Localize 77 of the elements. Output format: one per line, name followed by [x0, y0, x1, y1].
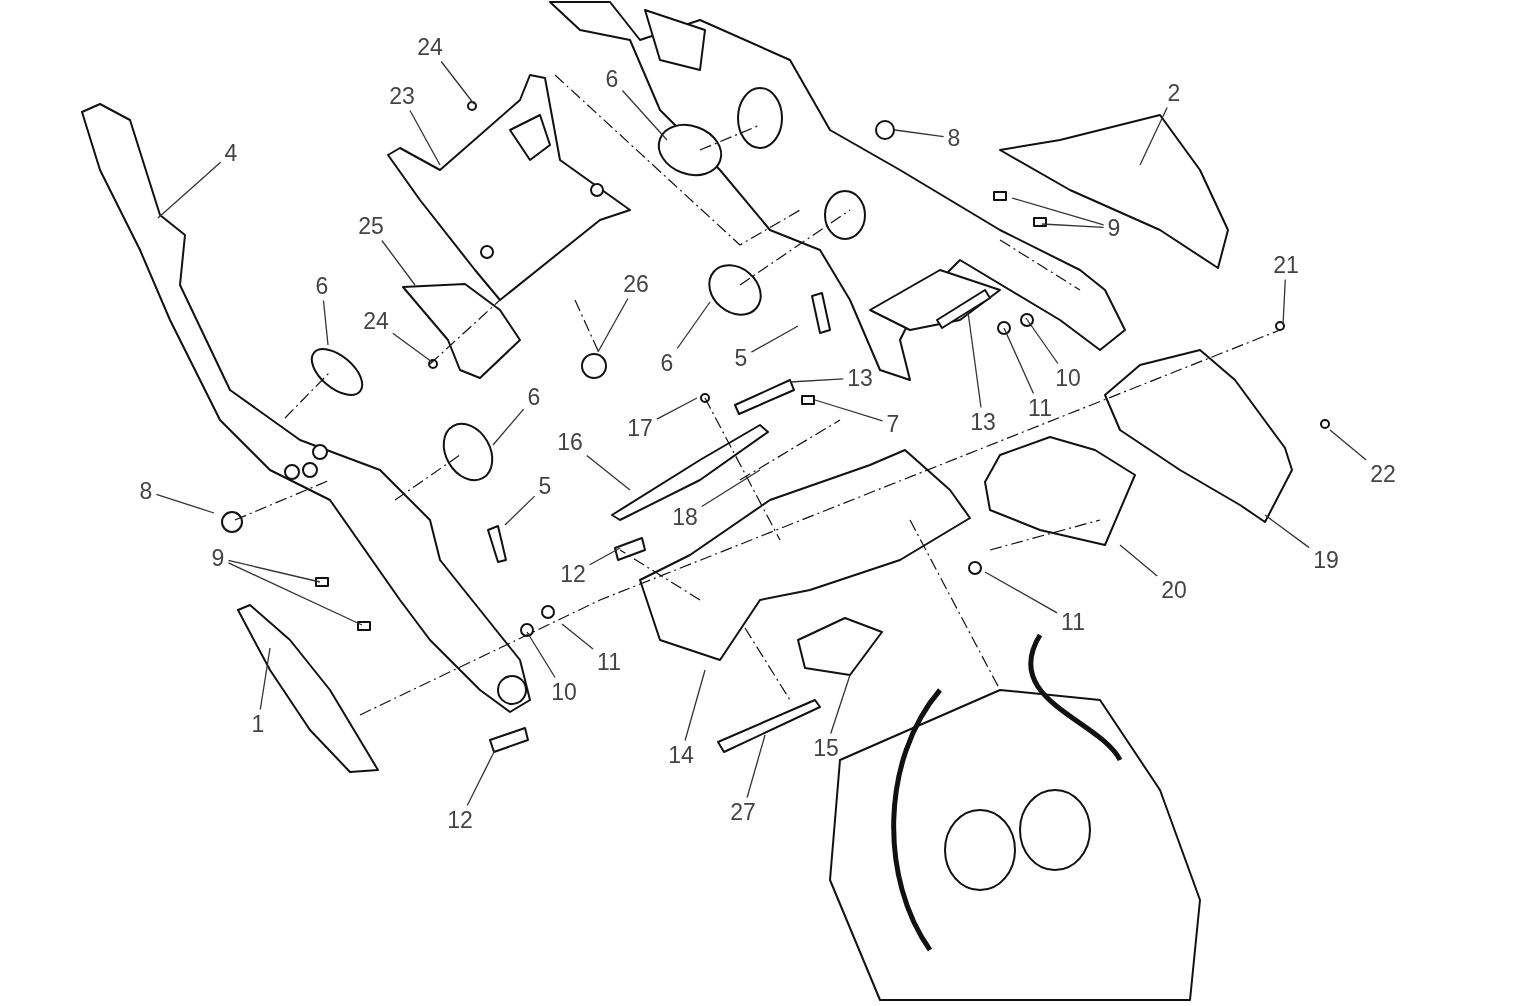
leader-line: [259, 647, 271, 711]
callout-number: 10: [549, 679, 579, 705]
callout-number: 4: [222, 140, 240, 166]
callout-number: 5: [536, 473, 554, 499]
leader-line: [322, 299, 329, 346]
callout-number: 6: [603, 66, 621, 92]
callout-number: 12: [445, 807, 475, 833]
leader-line: [1282, 278, 1286, 326]
leader-line: [1025, 317, 1059, 365]
callout-number: 20: [1159, 577, 1189, 603]
leader-line: [1003, 327, 1035, 395]
leader-line: [814, 399, 884, 422]
callout-number: 23: [387, 83, 417, 109]
callout-number: 10: [1053, 365, 1083, 391]
leader-line: [789, 378, 844, 383]
callout-number: 14: [666, 742, 696, 768]
callout-number: 6: [525, 384, 543, 410]
leader-line: [621, 89, 668, 141]
leader-line: [1011, 197, 1105, 226]
leader-line: [746, 734, 766, 799]
callout-number: 18: [670, 504, 700, 530]
leader-line: [984, 571, 1058, 614]
callout-number: 8: [137, 478, 155, 504]
callout-number: 13: [845, 365, 875, 391]
leader-line: [381, 239, 416, 286]
callout-number: 25: [356, 213, 386, 239]
callout-number: 13: [968, 409, 998, 435]
leader-line: [561, 623, 594, 650]
leader-line: [526, 631, 556, 679]
leader-line: [1119, 544, 1158, 577]
callout-number: 6: [658, 350, 676, 376]
leader-line: [684, 669, 706, 742]
callout-number: 24: [361, 308, 391, 334]
leader-line: [656, 397, 698, 420]
callout-number: 21: [1271, 252, 1301, 278]
leader-line: [409, 109, 441, 166]
leader-line: [597, 297, 629, 353]
leader-line: [504, 495, 536, 526]
callout-number: 5: [732, 345, 750, 371]
callout-number: 24: [415, 34, 445, 60]
callout-number: 7: [884, 411, 902, 437]
leader-line: [157, 161, 222, 219]
leader-line: [676, 301, 711, 350]
callout-number: 8: [945, 125, 963, 151]
leader-line: [967, 311, 982, 409]
leader-line: [1264, 514, 1310, 549]
callout-number: 1: [249, 711, 267, 737]
callout-number: 16: [555, 429, 585, 455]
leader-line: [830, 674, 851, 735]
callout-number: 11: [1059, 609, 1087, 635]
leader-line: [586, 454, 631, 491]
callout-number: 17: [625, 415, 655, 441]
leader-line: [750, 325, 799, 353]
leader-line: [1329, 429, 1367, 461]
leader-line: [492, 408, 525, 446]
callout-number: 9: [1105, 215, 1123, 241]
callout-number: 15: [811, 735, 841, 761]
callout-number: 6: [313, 273, 331, 299]
leader-line: [701, 469, 761, 508]
callout-number: 12: [558, 561, 588, 587]
callout-number: 19: [1311, 547, 1341, 573]
leader-line: [589, 547, 621, 566]
leader-line: [466, 749, 496, 807]
leader-line: [894, 129, 945, 138]
callout-number: 2: [1165, 80, 1183, 106]
leader-line: [155, 493, 215, 514]
callout-number: 26: [621, 271, 651, 297]
leader-line: [392, 332, 433, 363]
callout-number: 9: [209, 545, 227, 571]
callout-number: 11: [1026, 395, 1054, 421]
callout-number: 22: [1368, 461, 1398, 487]
callout-number: 27: [728, 799, 758, 825]
leader-line: [1041, 223, 1105, 229]
leader-line: [440, 60, 475, 105]
leader-line: [227, 559, 321, 583]
callout-number: 11: [595, 649, 623, 675]
leader-line: [227, 562, 363, 626]
